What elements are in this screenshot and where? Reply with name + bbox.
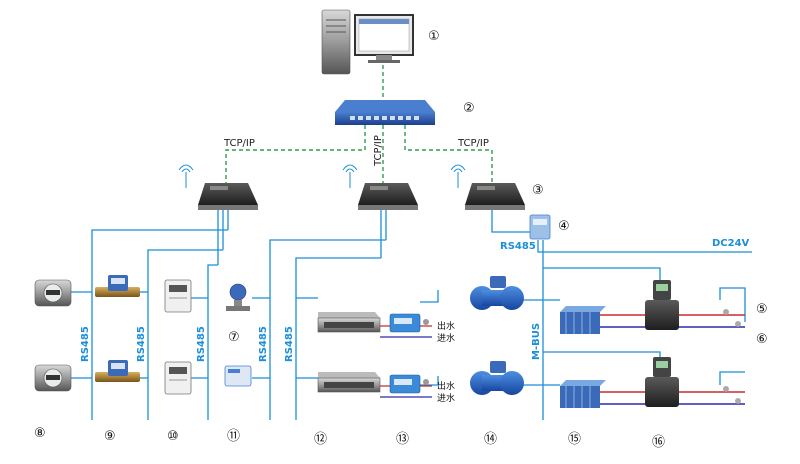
antenna-icon: [342, 164, 358, 188]
bus-wiring: [70, 210, 752, 420]
wireless-collector-center: [342, 164, 418, 210]
mbus-label: M-BUS: [531, 323, 542, 360]
tcpip-label-left: TCP/IP: [223, 138, 255, 149]
protocol-converter-icon: [529, 214, 551, 240]
flow-meter-bottom: [470, 361, 524, 395]
rs485-label-col4: RS485: [258, 326, 269, 362]
callout-2: ②: [463, 101, 475, 116]
callout-1: ①: [428, 29, 440, 44]
outlet-label-bottom: 出水: [437, 380, 455, 392]
tcpip-label-center: TCP/IP: [373, 135, 384, 167]
callout-10: ⑩: [167, 429, 179, 444]
brass-water-meter-top: [95, 275, 140, 297]
antenna-icon: [178, 164, 194, 188]
pressure-transmitter-icon: [226, 283, 250, 311]
rs485-label-col1: RS485: [80, 326, 91, 362]
wireless-collector-right: [450, 164, 525, 210]
fan-coil-unit-top: [317, 312, 381, 333]
electricity-meter-bottom: [164, 361, 192, 395]
inlet-label-bottom: 进水: [437, 392, 455, 404]
rs485-label-col3: RS485: [196, 326, 207, 362]
water-meter-top: [34, 279, 72, 307]
energy-meter-bottom: [389, 374, 429, 394]
water-meter-bottom: [34, 364, 72, 392]
callout-16: ⑯: [652, 435, 665, 450]
rs485-label-col5: RS485: [284, 326, 295, 362]
chiller-unit-top: [560, 306, 606, 334]
wireless-collector-left: [178, 164, 258, 210]
callout-15: ⑮: [568, 432, 581, 447]
callout-9: ⑨: [104, 429, 116, 444]
electricity-meter-top: [164, 279, 192, 313]
outlet-label-top: 出水: [437, 320, 455, 332]
display-controller-icon: [224, 365, 252, 387]
antenna-icon: [450, 164, 466, 188]
brass-water-meter-bottom: [95, 360, 140, 382]
callout-4: ④: [558, 219, 570, 234]
callout-7: ⑦: [228, 330, 240, 345]
chiller-unit-bottom: [560, 380, 606, 408]
ethernet-links: [225, 58, 493, 183]
ultrasonic-meter-bottom: [645, 357, 741, 407]
callout-14: ⑭: [484, 432, 497, 447]
callout-6: ⑥: [756, 332, 768, 347]
flow-meter-top: [470, 276, 524, 310]
ultrasonic-meter-top: [645, 280, 741, 330]
callout-13: ⑬: [396, 432, 409, 447]
callout-12: ⑫: [314, 432, 327, 447]
network-switch-icon: [335, 100, 435, 125]
callout-3: ③: [532, 183, 544, 198]
rs485-label-col2: RS485: [136, 326, 147, 362]
fan-coil-unit-bottom: [317, 372, 381, 393]
dc24v-label: DC24V: [712, 238, 750, 249]
server-workstation-icon: [321, 9, 414, 75]
inlet-label-top: 进水: [437, 332, 455, 344]
callout-8: ⑧: [34, 426, 46, 441]
energy-meter-top: [389, 313, 429, 333]
rs485-collector-label: RS485: [500, 241, 536, 252]
tcpip-label-right: TCP/IP: [457, 138, 489, 149]
callout-5: ⑤: [756, 302, 768, 317]
callout-11: ⑪: [227, 429, 240, 444]
